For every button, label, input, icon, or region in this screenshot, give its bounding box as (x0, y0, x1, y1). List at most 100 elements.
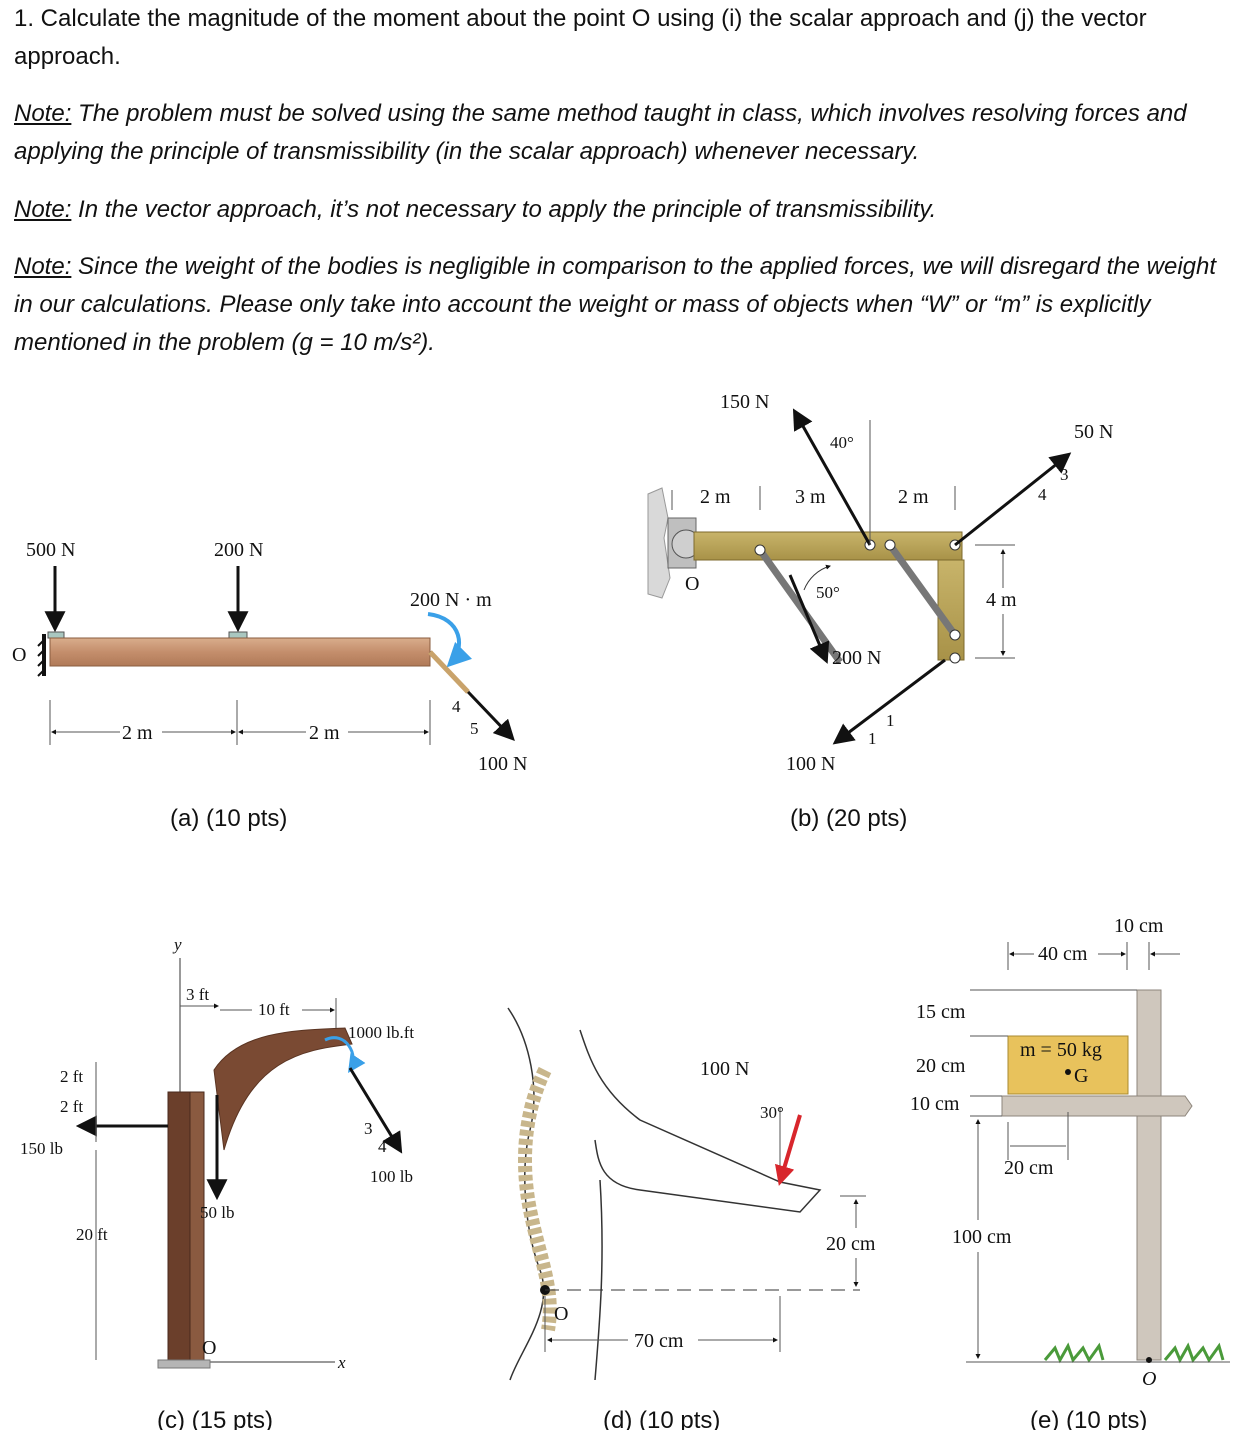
curved-member (213, 1027, 353, 1151)
dim-20cm-b: 20 cm (1004, 1157, 1054, 1179)
note-3: Note: Since the weight of the bodies is … (14, 248, 1240, 362)
note-2: Note: In the vector approach, it’s not n… (14, 191, 1240, 229)
point-o-label: O (202, 1337, 216, 1359)
force-150-label: 150 N (720, 391, 769, 413)
force-500-label: 500 N (26, 539, 75, 561)
force-200-arrow (788, 574, 830, 664)
body-outline (507, 1007, 545, 1381)
slope-5: 5 (470, 719, 479, 738)
force-50-arrow (954, 452, 1072, 547)
slope-3: 3 (364, 1119, 373, 1138)
force-100-arrow (832, 658, 946, 745)
angle-40: 40° (830, 433, 854, 452)
dim-15cm: 15 cm (916, 1001, 966, 1023)
base (157, 1359, 211, 1369)
force-200-label: 200 N (832, 647, 881, 669)
post (1136, 989, 1162, 1361)
dim-2m-b: 2 m (309, 722, 340, 744)
dim-10cm-top: 10 cm (1114, 915, 1164, 937)
cg-dot (1065, 1069, 1071, 1075)
dim-20ft: 20 ft (76, 1225, 108, 1244)
support-hatch (37, 639, 45, 677)
couple-label: 200 N · m (410, 589, 492, 611)
slope-4: 4 (1038, 485, 1047, 504)
column (189, 1091, 205, 1365)
force-50-label: 50 N (1074, 421, 1113, 443)
note-text: The problem must be solved using the sam… (14, 100, 1187, 165)
rope (428, 650, 470, 694)
figure-d: O 100 N 30° 20 cm 70 cm (d) (10 pts) (507, 1007, 876, 1430)
dim-2m-b: 2 m (898, 486, 929, 508)
arm-outline (579, 1029, 822, 1213)
point-o-label: O (685, 573, 699, 595)
point-o-label: O (554, 1303, 568, 1325)
slope-4: 4 (452, 697, 461, 716)
note-prefix: Note: (14, 253, 72, 280)
spine (518, 1066, 557, 1332)
beam (49, 637, 431, 667)
force-100-label: 100 N (786, 753, 835, 775)
link (887, 542, 958, 638)
mass-label: m = 50 kg (1020, 1039, 1102, 1061)
dim-2ft-a: 2 ft (60, 1067, 83, 1086)
point-o-label: O (1142, 1368, 1156, 1390)
couple-label: 1000 lb.ft (348, 1023, 414, 1042)
slope-4: 4 (378, 1137, 387, 1156)
force-100-arrow (348, 1067, 403, 1154)
force-150-label: 150 lb (20, 1139, 63, 1158)
load-pad (47, 631, 65, 639)
dim-10cm: 10 cm (910, 1093, 960, 1115)
dim-2m-a: 2 m (122, 722, 153, 744)
axis-x-label: x (337, 1353, 346, 1372)
note-text: Since the weight of the bodies is neglig… (14, 253, 1217, 356)
couple-arrow (427, 612, 473, 668)
shelf (1001, 1095, 1193, 1117)
couple-arrow (324, 1036, 366, 1073)
dim-20cm-a: 20 cm (916, 1055, 966, 1077)
figure-c: y x O 3 ft 10 ft 1000 lb.ft 3 4 100 lb 1… (20, 935, 414, 1430)
caption-a: (a) (10 pts) (170, 805, 287, 832)
dim-40cm: 40 cm (1038, 943, 1088, 965)
frame-vertical (937, 559, 965, 661)
slope-1b: 1 (868, 729, 877, 748)
force-100-label: 100 lb (370, 1167, 413, 1186)
slope-1a: 1 (886, 711, 895, 730)
cg-label: G (1074, 1065, 1088, 1087)
figure-e: m = 50 kg G O 10 cm 40 cm 15 cm 20 cm 10… (910, 915, 1230, 1430)
mass-block (1007, 1035, 1129, 1095)
force-100-label: 100 N (700, 1058, 749, 1080)
dim-10ft: 10 ft (258, 1000, 290, 1019)
dim-70cm: 70 cm (634, 1330, 684, 1352)
dim-3ft: 3 ft (186, 985, 209, 1004)
force-150-arrow (792, 408, 872, 546)
caption-c: (c) (15 pts) (157, 1407, 273, 1430)
dim-3m: 3 m (795, 486, 826, 508)
force-50-label: 50 lb (200, 1203, 234, 1222)
frame-horizontal (693, 531, 963, 561)
figure-b: O 150 N 40° 50 N 3 4 2 m 3 m 2 m 4 m 50° (647, 391, 1113, 832)
column (167, 1091, 191, 1365)
note-prefix: Note: (14, 100, 72, 127)
point-o-label: O (12, 644, 26, 666)
angle-50: 50° (816, 583, 840, 602)
point-o (1146, 1357, 1152, 1363)
figure-a: 500 N 200 N O 200 N · m 4 5 100 N 2 m 2 … (12, 539, 527, 832)
angle-30: 30° (760, 1103, 784, 1122)
caption-e: (e) (10 pts) (1030, 1407, 1147, 1430)
caption-d: (d) (10 pts) (603, 1407, 720, 1430)
load-pad (228, 631, 248, 639)
force-100-label: 100 N (478, 753, 527, 775)
problem-statement: 1. Calculate the magnitude of the moment… (14, 5, 1147, 70)
wall (647, 487, 671, 599)
torso-outline (594, 1179, 603, 1381)
slope-3: 3 (1060, 465, 1069, 484)
dim-20cm: 20 cm (826, 1233, 876, 1255)
dim-100cm: 100 cm (952, 1226, 1012, 1248)
axis-y-label: y (172, 935, 182, 954)
force-100-arrow (774, 1114, 802, 1186)
dim-2m-a: 2 m (700, 486, 731, 508)
force-200-label: 200 N (214, 539, 263, 561)
note-text: In the vector approach, it’s not necessa… (71, 196, 937, 223)
grass (1043, 1342, 1225, 1364)
